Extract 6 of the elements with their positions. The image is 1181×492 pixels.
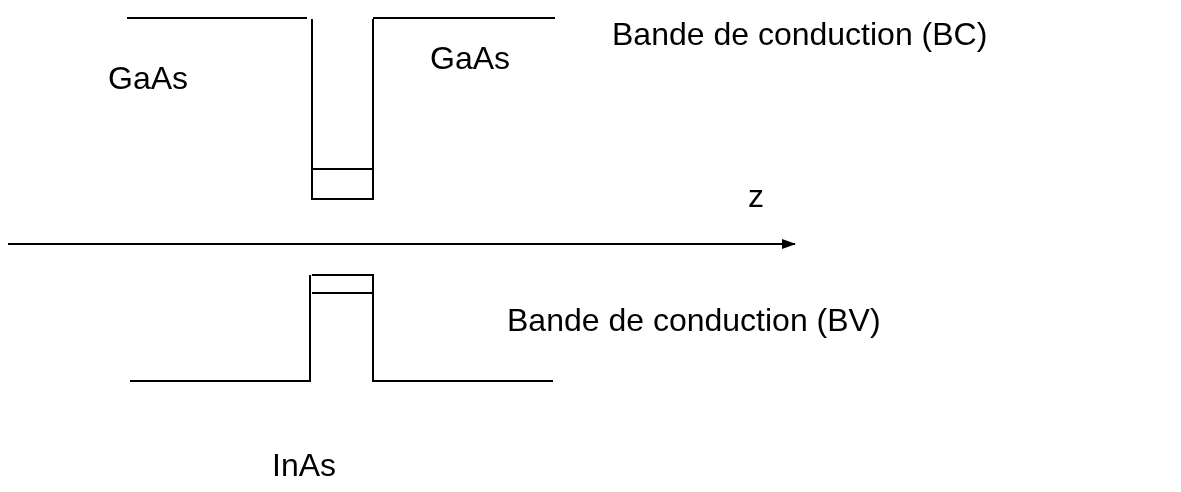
band-label: Bande de conduction (BC) — [612, 16, 988, 52]
band-label: Bande de conduction (BV) — [507, 302, 881, 338]
material-label: GaAs — [108, 60, 189, 96]
material-label: GaAs — [430, 40, 511, 76]
material-label: InAs — [272, 447, 337, 483]
axis-label: z — [748, 178, 764, 214]
